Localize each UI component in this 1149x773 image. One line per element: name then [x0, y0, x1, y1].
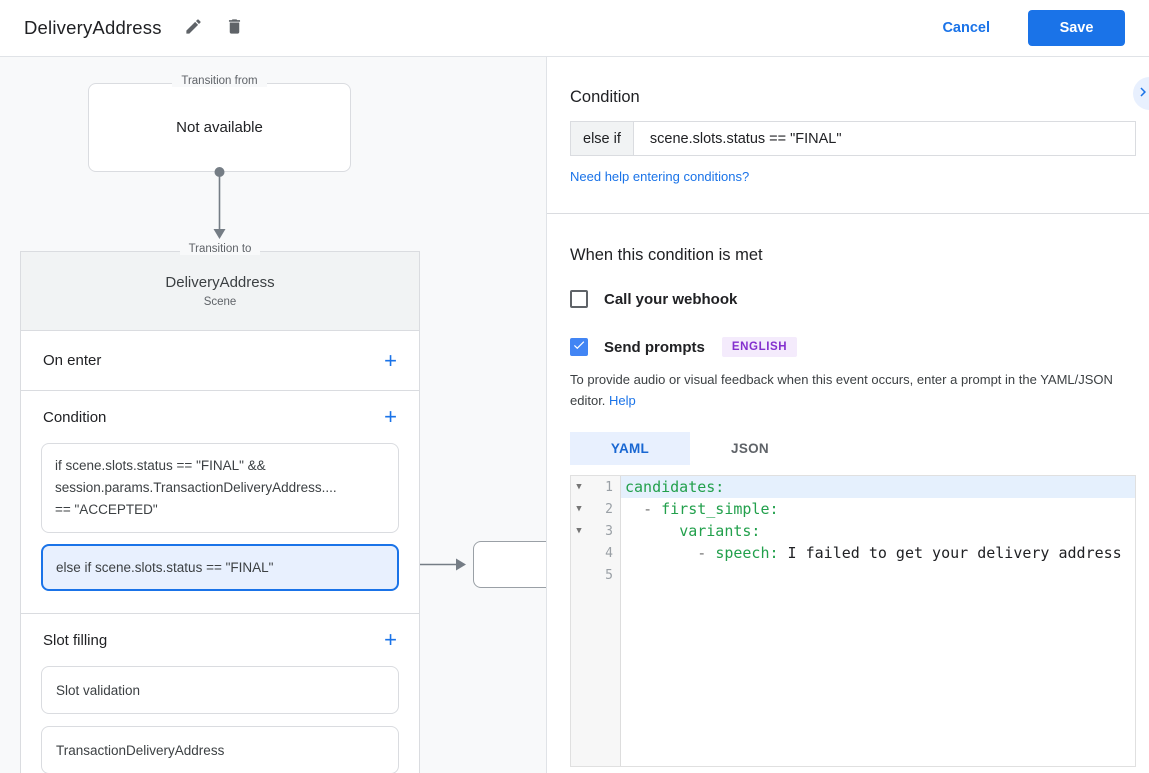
editor-gutter: ▼ 1 ▼ 2 ▼ 3 4 5	[571, 476, 621, 766]
gutter-row: 5	[571, 564, 620, 586]
condition-item-elseif-selected[interactable]: else if scene.slots.status == "FINAL"	[41, 544, 399, 591]
transition-from-box: Transition from Not available	[88, 75, 351, 172]
line-number: 5	[605, 567, 613, 583]
gutter-row: ▼ 1	[571, 476, 620, 498]
transition-target-box[interactable]	[473, 541, 546, 588]
fold-arrow-icon[interactable]: ▼	[576, 482, 582, 492]
slot-validation-item[interactable]: Slot validation	[41, 666, 399, 714]
transition-from-content: Not available	[176, 119, 263, 136]
yaml-dash: -	[697, 544, 716, 562]
slot-filling-section: Slot filling + Slot validation Transacti…	[21, 614, 419, 773]
line-number: 2	[605, 501, 613, 517]
call-webhook-label: Call your webhook	[604, 290, 738, 308]
yaml-indent	[625, 500, 643, 518]
condition-editor-panel: Condition else if scene.slots.status == …	[547, 57, 1149, 773]
tab-json[interactable]: JSON	[690, 432, 810, 465]
yaml-dash: -	[643, 500, 662, 518]
fold-arrow-icon[interactable]: ▼	[576, 504, 582, 514]
scene-card-title: DeliveryAddress	[165, 274, 275, 291]
yaml-value: I failed to get your delivery address	[778, 544, 1122, 562]
delete-scene-button[interactable]	[225, 17, 244, 39]
on-enter-label: On enter	[43, 352, 102, 369]
condition-prefix: else if	[571, 122, 634, 155]
flow-canvas: Transition from Not available Transition…	[0, 57, 547, 773]
condition-line: else if scene.slots.status == "FINAL"	[56, 560, 274, 575]
plus-icon: +	[384, 404, 397, 429]
condition-line: session.params.TransactionDeliveryAddres…	[55, 480, 337, 495]
gutter-row: ▼ 2	[571, 498, 620, 520]
condition-heading: Condition	[570, 88, 640, 106]
slot-label: TransactionDeliveryAddress	[56, 742, 225, 758]
yaml-key: first_simple:	[661, 500, 779, 518]
yaml-key: variants:	[679, 522, 761, 540]
editor-hint: To provide audio or visual feedback when…	[570, 369, 1136, 411]
check-icon	[572, 338, 586, 357]
code-line-4: - speech: I failed to get your delivery …	[621, 542, 1135, 564]
code-line-2: - first_simple:	[621, 498, 1135, 520]
save-button[interactable]: Save	[1028, 10, 1125, 46]
trash-icon	[225, 17, 244, 39]
chevron-right-icon	[1134, 83, 1149, 104]
edit-scene-button[interactable]	[184, 17, 203, 39]
slot-filling-label: Slot filling	[43, 631, 108, 649]
plus-icon: +	[384, 347, 397, 373]
condition-section-label: Condition	[43, 408, 107, 426]
scene-card: Transition to DeliveryAddress Scene On e…	[20, 243, 420, 773]
editor-tabs: YAML JSON	[570, 432, 1136, 465]
call-webhook-checkbox[interactable]	[570, 290, 588, 308]
editor-hint-text: To provide audio or visual feedback when…	[570, 372, 1113, 408]
transaction-delivery-address-item[interactable]: TransactionDeliveryAddress	[41, 726, 399, 773]
send-prompts-label: Send prompts	[604, 338, 705, 356]
fold-arrow-icon[interactable]: ▼	[576, 526, 582, 536]
gutter-row: 4	[571, 542, 620, 564]
help-link[interactable]: Help	[609, 393, 636, 408]
condition-line: if scene.slots.status == "FINAL" &&	[55, 458, 266, 473]
gutter-row: ▼ 3	[571, 520, 620, 542]
scene-card-subtitle: Scene	[203, 296, 237, 308]
line-number: 1	[605, 479, 613, 495]
pencil-icon	[184, 17, 203, 39]
plus-icon: +	[384, 627, 397, 652]
tab-yaml[interactable]: YAML	[570, 432, 690, 465]
line-number: 4	[605, 545, 613, 561]
yaml-indent	[625, 544, 697, 562]
yaml-key: candidates:	[625, 478, 725, 496]
yaml-indent	[625, 522, 679, 540]
add-condition-button[interactable]: +	[384, 406, 397, 428]
condition-input-row: else if scene.slots.status == "FINAL"	[570, 121, 1136, 156]
transition-from-legend: Transition from	[89, 75, 350, 87]
collapse-panel-button[interactable]	[1133, 77, 1149, 110]
send-prompts-checkbox[interactable]	[570, 338, 588, 356]
top-bar: DeliveryAddress Cancel Save	[0, 0, 1149, 57]
condition-item-if[interactable]: if scene.slots.status == "FINAL" && sess…	[41, 443, 399, 533]
add-on-enter-button[interactable]: +	[384, 347, 397, 373]
panel-divider	[547, 213, 1149, 214]
yaml-key: speech:	[715, 544, 779, 562]
condition-expression-input[interactable]: scene.slots.status == "FINAL"	[649, 130, 842, 147]
cancel-button[interactable]: Cancel	[942, 20, 990, 36]
code-line-3: variants:	[621, 520, 1135, 542]
code-line-1: candidates:	[621, 476, 1135, 498]
send-prompts-row: Send prompts ENGLISH	[570, 337, 1136, 357]
editor-code-area[interactable]: candidates: - first_simple: variants: - …	[621, 476, 1135, 766]
when-condition-heading: When this condition is met	[570, 246, 763, 264]
conditions-help-link[interactable]: Need help entering conditions?	[570, 169, 750, 184]
scene-card-header: DeliveryAddress Scene	[21, 252, 419, 331]
slot-label: Slot validation	[56, 682, 141, 698]
page-title: DeliveryAddress	[24, 17, 162, 38]
on-enter-row: On enter +	[21, 331, 419, 391]
language-badge: ENGLISH	[721, 337, 798, 357]
yaml-code-editor[interactable]: ▼ 1 ▼ 2 ▼ 3 4 5	[570, 475, 1136, 767]
webhook-row: Call your webhook	[570, 290, 1136, 308]
line-number: 3	[605, 523, 613, 539]
condition-line: == "ACCEPTED"	[55, 502, 158, 517]
code-line-5	[621, 564, 1135, 586]
condition-section: Condition + if scene.slots.status == "FI…	[21, 391, 419, 614]
add-slot-button[interactable]: +	[384, 629, 397, 651]
